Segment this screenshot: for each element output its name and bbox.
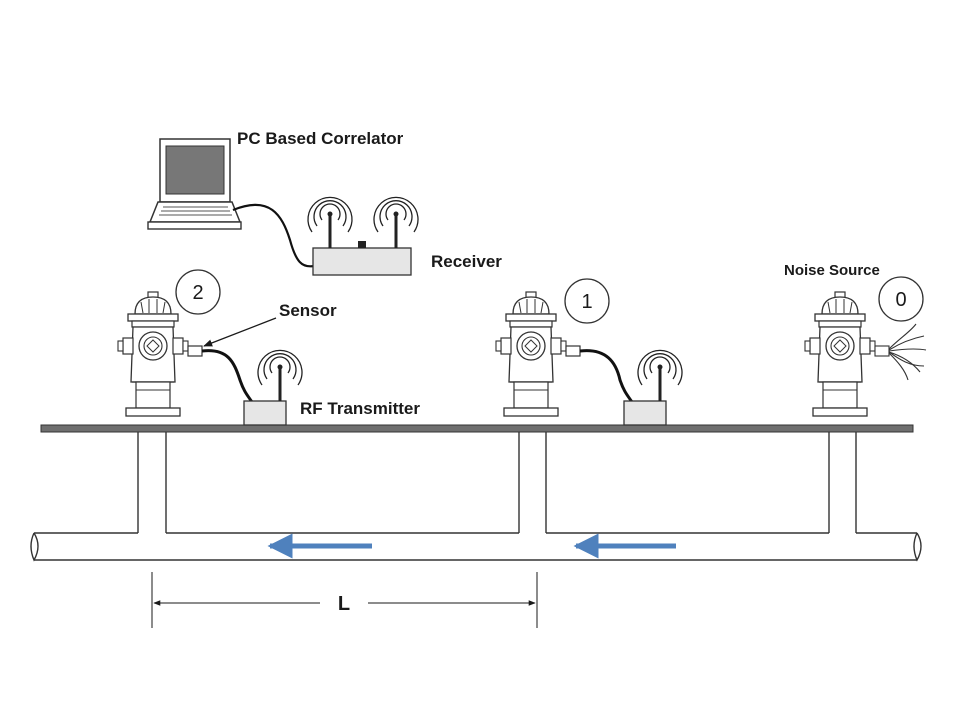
receiver-label: Receiver — [431, 252, 502, 271]
correlator-cable — [232, 203, 315, 268]
noise-spray-icon — [874, 323, 927, 381]
hydrant-1 — [495, 291, 567, 417]
sensor-leader-arrow — [203, 317, 277, 347]
sensor-label: Sensor — [279, 301, 337, 320]
sensor-icon-1 — [565, 345, 581, 357]
distance-label: L — [338, 593, 350, 615]
hydrant-0 — [804, 291, 876, 417]
rf-transmitter-icon — [243, 348, 304, 426]
sensor-cable-2 — [201, 349, 254, 403]
distance-dimension — [151, 572, 538, 628]
hydrant-0-marker — [878, 276, 924, 322]
laptop-icon — [147, 138, 242, 230]
receiver-antenna-icon — [306, 195, 420, 276]
water-main-pipe — [30, 432, 922, 562]
correlator-label: PC Based Correlator — [237, 129, 404, 148]
hydrant-2 — [117, 291, 189, 417]
ground-surface — [40, 424, 914, 433]
hydrant-0-number: 0 — [895, 289, 906, 311]
hydrant-2-number: 2 — [192, 282, 203, 304]
sensor-cable-1 — [579, 349, 634, 403]
rf-transmitter-icon-1 — [623, 348, 684, 426]
rf-transmitter-label: RF Transmitter — [300, 399, 420, 418]
hydrant-1-number: 1 — [581, 291, 592, 313]
hydrant-1-marker — [564, 278, 610, 324]
sensor-icon — [187, 345, 203, 357]
noise-source-label: Noise Source — [784, 262, 880, 279]
hydrant-2-marker — [175, 269, 221, 315]
